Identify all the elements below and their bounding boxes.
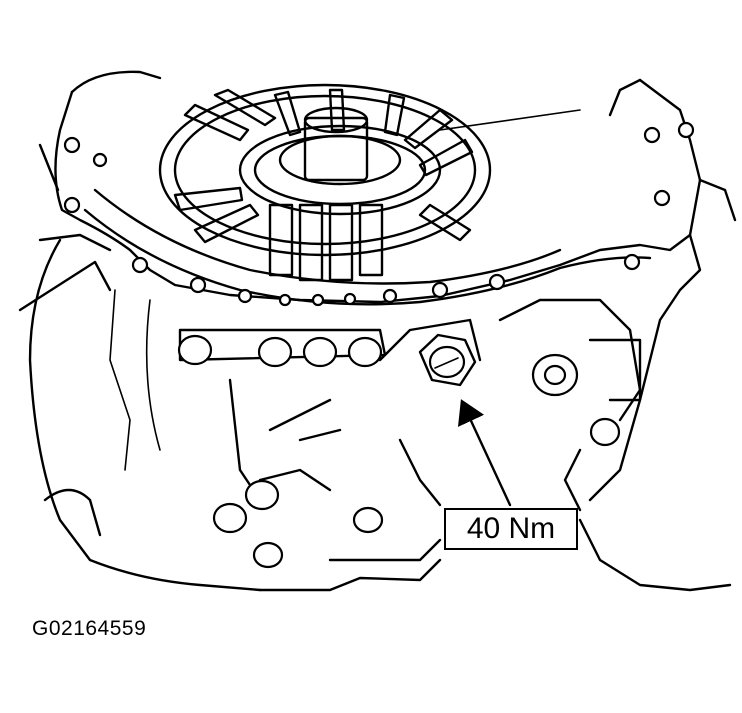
housing-outline	[18, 70, 737, 592]
spoked-cover	[158, 83, 581, 282]
lower-body	[109, 289, 642, 569]
drain-plug	[418, 333, 477, 387]
figure-id: G02164559	[32, 617, 147, 640]
torque-callout: 40 Nm	[444, 508, 578, 550]
arrow-up-left-icon	[457, 399, 512, 507]
gasket-flange	[63, 121, 695, 307]
